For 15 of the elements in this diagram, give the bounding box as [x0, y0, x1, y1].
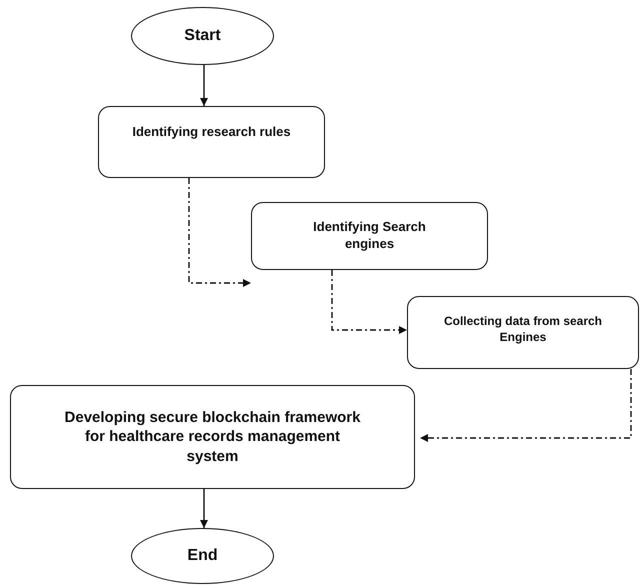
process-box [98, 106, 325, 178]
process-box [407, 296, 639, 369]
node-text: Collecting data from search Engines [443, 314, 603, 346]
node-text: Start [184, 26, 221, 46]
node-text: Identifying research rules [132, 124, 291, 141]
process-box [10, 385, 415, 489]
process-box [251, 202, 488, 270]
node-text: End [187, 546, 218, 566]
arrow [420, 369, 632, 442]
arrow [200, 489, 208, 528]
arrow [200, 65, 208, 106]
arrow [331, 270, 407, 334]
arrow [188, 178, 251, 287]
node-text: Identifying Search engines [312, 219, 427, 253]
node-text: Developing secure blockchain framework for healthcare records management system [64, 408, 362, 466]
